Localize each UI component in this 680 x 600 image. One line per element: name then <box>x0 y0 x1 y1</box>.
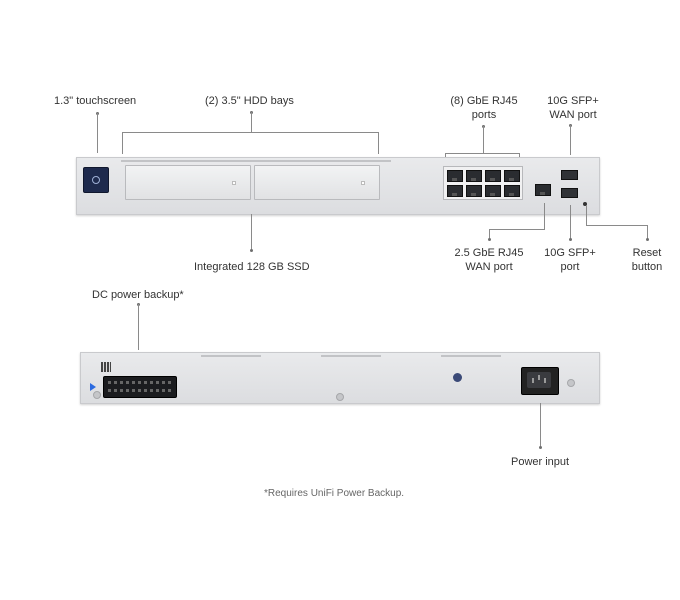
leader-line <box>544 203 545 229</box>
leader-line <box>483 126 484 153</box>
screw-icon <box>93 391 101 399</box>
dc-pin <box>150 381 153 384</box>
dc-pin <box>168 381 171 384</box>
screw-icon <box>336 393 344 401</box>
leader-line <box>570 125 571 155</box>
hdd-bay-1[interactable] <box>125 165 251 200</box>
wan-rj45-port[interactable] <box>535 184 551 196</box>
touchscreen-label: 1.3" touchscreen <box>54 95 137 107</box>
sfp-wan-label: 10G SFP+ WAN port <box>547 95 599 121</box>
dc-pin <box>156 381 159 384</box>
leader-line <box>570 205 571 239</box>
inlet-blade <box>532 378 534 383</box>
bracket-line <box>122 132 379 133</box>
leader-line <box>138 304 139 350</box>
leader-dot <box>250 249 253 252</box>
vent-slot <box>201 355 261 357</box>
hdd-bay-2[interactable] <box>254 165 380 200</box>
rj45-port-block <box>443 166 523 200</box>
inlet-blade <box>544 378 546 383</box>
leader-line <box>540 403 541 447</box>
leader-dot <box>569 238 572 241</box>
leader-line <box>97 113 98 153</box>
bracket-line <box>122 132 123 154</box>
leader-line <box>251 112 252 132</box>
dc-pin <box>120 389 123 392</box>
ssd-label: Integrated 128 GB SSD <box>194 261 310 273</box>
dc-pin <box>132 389 135 392</box>
touchscreen-display[interactable] <box>83 167 109 193</box>
leader-line <box>586 225 648 226</box>
rj45-port[interactable] <box>485 185 501 197</box>
dc-pin <box>144 381 147 384</box>
dc-pin <box>108 381 111 384</box>
dc-power-port[interactable] <box>103 376 177 398</box>
dc-pin <box>162 389 165 392</box>
dc-pin <box>138 389 141 392</box>
dc-pin <box>156 389 159 392</box>
bracket-line <box>445 153 520 154</box>
bay-led-icon <box>361 181 365 185</box>
leader-dot <box>646 238 649 241</box>
dc-pin <box>114 389 117 392</box>
ubiquiti-logo-icon <box>453 373 462 382</box>
sfp-port[interactable] <box>561 188 578 198</box>
sfp-port-label: 10G SFP+ port <box>544 247 596 273</box>
bay-top-slot <box>121 160 391 162</box>
back-panel <box>80 352 600 404</box>
dc-pin <box>114 381 117 384</box>
hdd-bays-label: (2) 3.5" HDD bays <box>205 95 294 107</box>
sfp-wan-port[interactable] <box>561 170 578 180</box>
dc-pin <box>108 389 111 392</box>
qr-code-icon <box>101 362 111 372</box>
reset-button[interactable] <box>583 202 587 206</box>
dc-pin <box>126 381 129 384</box>
dc-pin <box>144 389 147 392</box>
front-panel <box>76 157 600 215</box>
rj45-port[interactable] <box>466 185 482 197</box>
power-input-label: Power input <box>511 456 570 468</box>
rj45-port[interactable] <box>447 170 463 182</box>
screw-icon <box>567 379 575 387</box>
rj45-port[interactable] <box>504 170 520 182</box>
rj45-ports-label: (8) GbE RJ45 ports <box>450 95 518 121</box>
rj45-port[interactable] <box>485 170 501 182</box>
leader-line <box>251 214 252 250</box>
dc-pin <box>132 381 135 384</box>
vent-slot <box>321 355 381 357</box>
rj45-port[interactable] <box>447 185 463 197</box>
rj45-port[interactable] <box>466 170 482 182</box>
leader-dot <box>539 446 542 449</box>
leader-dot <box>488 238 491 241</box>
dc-pin <box>138 381 141 384</box>
dc-pin <box>120 381 123 384</box>
vent-slot <box>441 355 501 357</box>
bracket-line <box>378 132 379 154</box>
reset-button-label: Reset button <box>631 247 663 273</box>
inlet-blade <box>538 375 540 380</box>
rj45-port[interactable] <box>504 185 520 197</box>
leader-line <box>586 205 587 225</box>
leader-line <box>647 225 648 239</box>
status-arrow-icon <box>90 383 96 391</box>
status-ring-icon <box>92 176 100 184</box>
dc-pin <box>150 389 153 392</box>
dc-backup-label: DC power backup* <box>92 289 184 301</box>
dc-pin <box>168 389 171 392</box>
footnote: *Requires UniFi Power Backup. <box>264 488 405 499</box>
leader-line <box>489 229 545 230</box>
leader-line <box>489 229 490 239</box>
bay-led-icon <box>232 181 236 185</box>
dc-pin <box>126 389 129 392</box>
wan-rj45-label: 2.5 GbE RJ45 WAN port <box>454 247 524 273</box>
dc-pin <box>162 381 165 384</box>
power-inlet-socket <box>527 372 551 388</box>
power-inlet-port[interactable] <box>521 367 559 395</box>
